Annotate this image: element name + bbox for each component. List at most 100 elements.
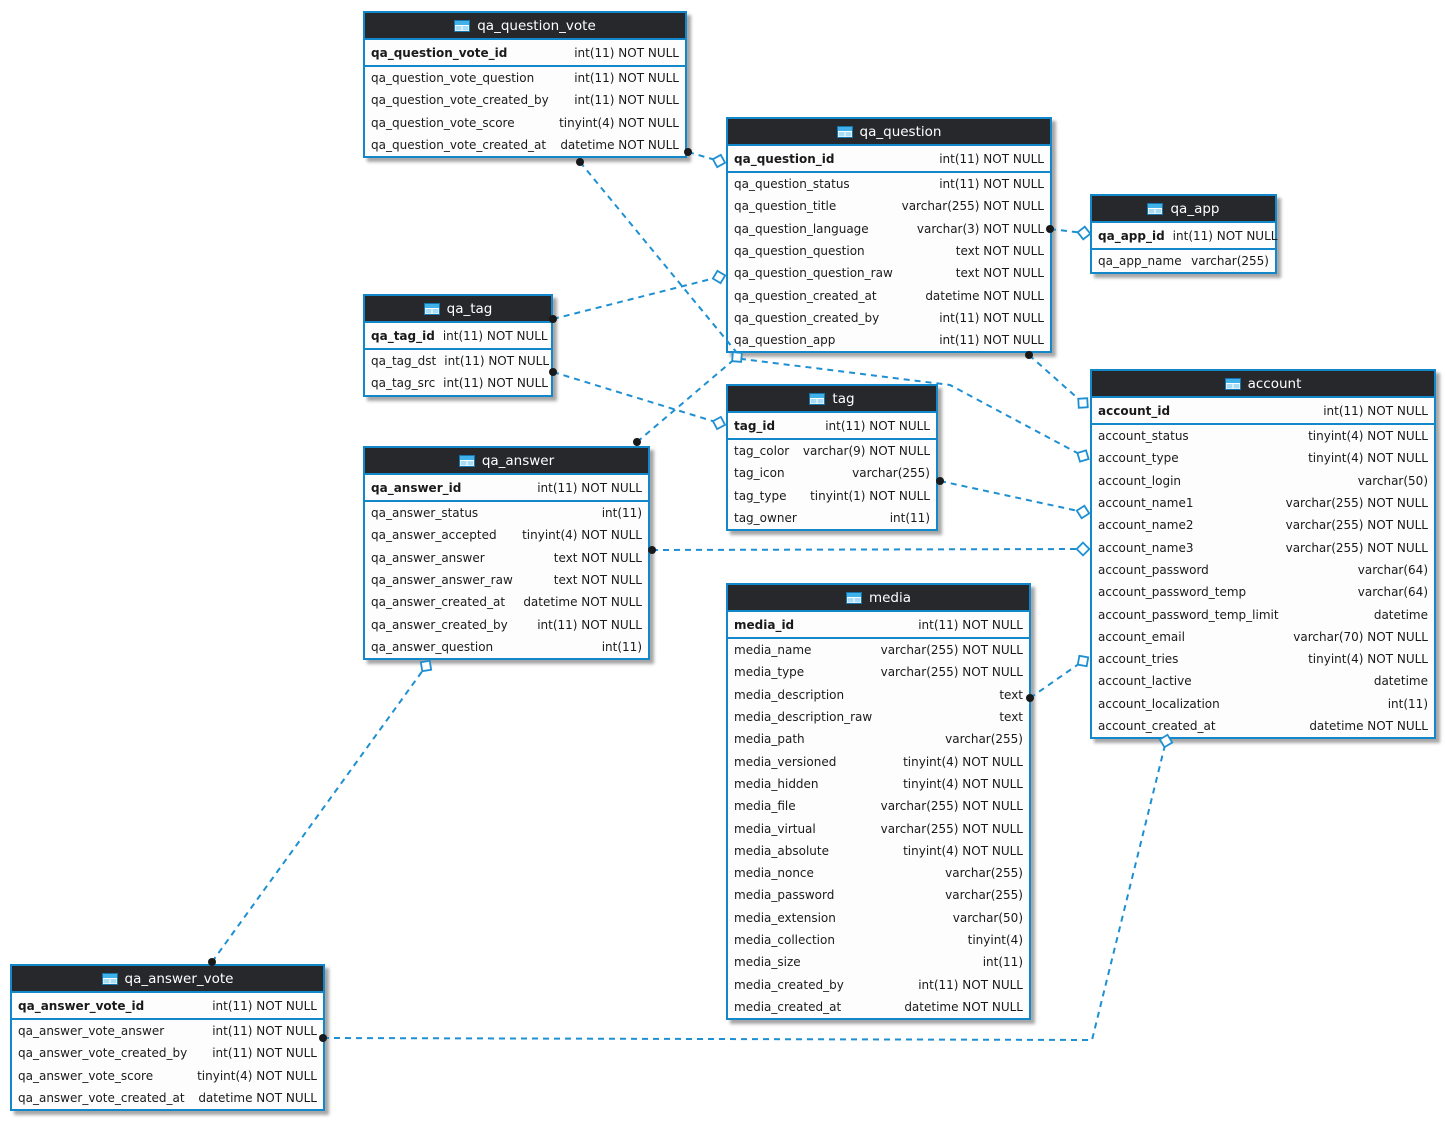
table-header[interactable]: account: [1092, 371, 1434, 398]
relationship-connector[interactable]: [319, 733, 1174, 1042]
table-header[interactable]: tag: [728, 386, 936, 413]
table-header[interactable]: qa_question: [728, 119, 1050, 146]
relationship-connector[interactable]: [576, 158, 1090, 463]
table-header[interactable]: media: [728, 585, 1029, 612]
table-header[interactable]: qa_question_vote: [365, 13, 685, 40]
relationship-connector[interactable]: [549, 269, 727, 323]
table-header[interactable]: qa_answer_vote: [12, 966, 323, 993]
relationship-connector[interactable]: [684, 148, 727, 169]
relationship-connector[interactable]: [1025, 351, 1089, 409]
relationship-connector[interactable]: [208, 659, 433, 966]
table-header[interactable]: qa_app: [1092, 196, 1275, 223]
relationship-connector[interactable]: [549, 368, 727, 431]
table-header[interactable]: qa_answer: [365, 448, 648, 475]
relationship-connector[interactable]: [1046, 225, 1092, 241]
relationship-connector[interactable]: [936, 477, 1091, 520]
relationship-connector[interactable]: [648, 541, 1091, 557]
relationship-connector[interactable]: [1026, 654, 1090, 702]
table-header[interactable]: qa_tag: [365, 296, 551, 323]
relationship-connector[interactable]: [633, 351, 743, 446]
